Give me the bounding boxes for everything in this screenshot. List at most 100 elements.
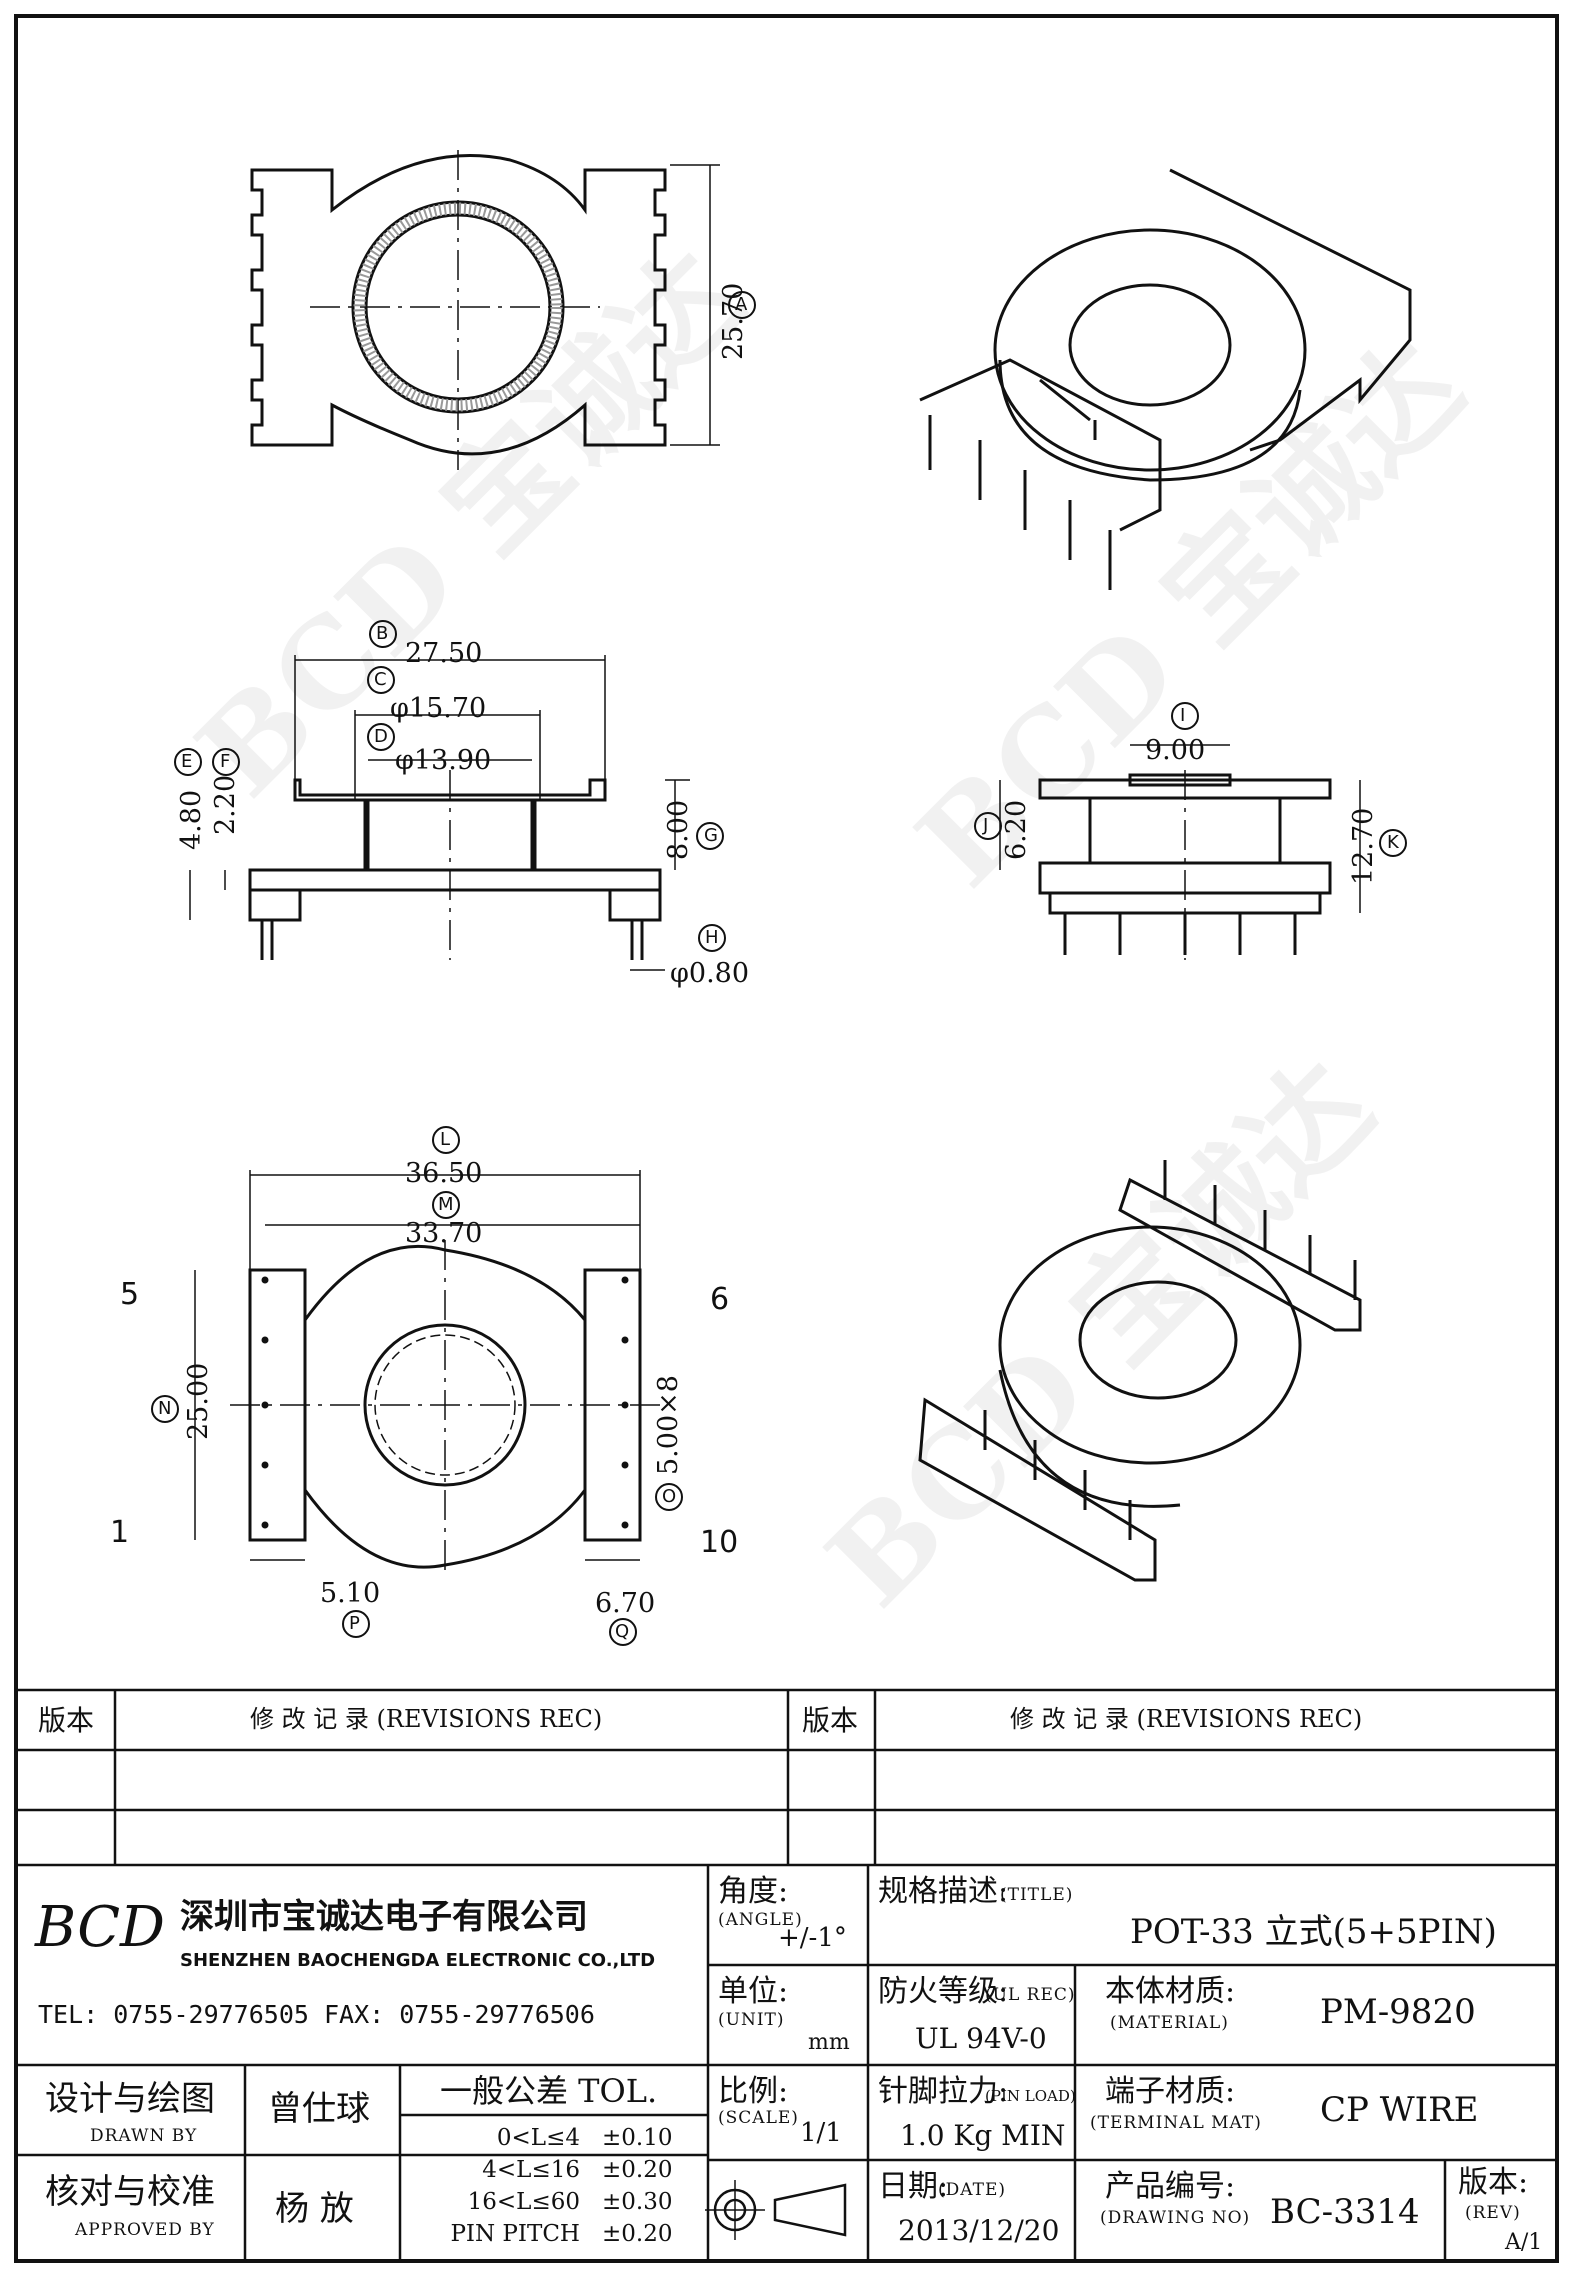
scale-value: 1/1 — [800, 2118, 842, 2148]
dim-c-value: φ15.70 — [390, 693, 487, 724]
dim-k-value: 12.70 — [1348, 807, 1379, 885]
terminal-label-en: (TERMINAL MAT) — [1090, 2113, 1262, 2133]
dim-m-value: 33.70 — [405, 1218, 483, 1249]
front-view — [189, 655, 690, 971]
rev-version-header: 版本 — [38, 1704, 95, 1737]
company-logo: BCD — [35, 1895, 165, 1960]
pinload-value: 1.0 Kg MIN — [900, 2119, 1066, 2152]
pin-label-10: 10 — [700, 1525, 739, 1560]
material-value: PM-9820 — [1320, 1992, 1476, 2032]
dim-p-tag: P — [349, 1613, 360, 1634]
dim-i-value: 9.00 — [1145, 735, 1206, 766]
tol-value: ±0.10 — [602, 2125, 673, 2151]
rev-title-header: 修 改 记 录 (REVISIONS REC) — [250, 1705, 603, 1733]
tol-value: ±0.20 — [602, 2157, 673, 2183]
dim-m-tag: M — [438, 1194, 454, 1215]
tol-table: 0<L≤4 ±0.10 4<L≤16 ±0.20 16<L≤60 ±0.30 P… — [410, 2125, 705, 2253]
angle-label-en: (ANGLE) — [718, 1910, 803, 1930]
dim-g-tag: G — [704, 825, 718, 846]
iso-view-top — [919, 168, 1412, 590]
tol-value: ±0.20 — [602, 2221, 673, 2247]
tol-range: 16<L≤60 — [467, 2189, 580, 2215]
rev-title-header-right: 修 改 记 录 (REVISIONS REC) — [1010, 1705, 1363, 1733]
tol-range: 4<L≤16 — [482, 2157, 580, 2183]
dim-g-value: 8.00 — [663, 799, 694, 860]
angle-value: +/-1° — [778, 1923, 847, 1953]
drawn-value: 曾仕球 — [268, 2089, 370, 2129]
material-label-en: (MATERIAL) — [1110, 2013, 1229, 2033]
unit-value: mm — [808, 2030, 850, 2055]
dim-j-value: 6.20 — [1001, 799, 1032, 860]
drawingno-label: 产品编号: — [1105, 2169, 1236, 2204]
dim-e-value: 4.80 — [176, 789, 207, 850]
dim-o-value: 5.00×8 — [653, 1375, 684, 1475]
terminal-value: CP WIRE — [1320, 2090, 1479, 2130]
side-view — [999, 744, 1361, 960]
pin-label-1: 1 — [110, 1515, 130, 1550]
tol-row: 16<L≤60 ±0.30 — [410, 2189, 705, 2221]
date-label-en: (DATE) — [938, 2180, 1006, 2200]
rev-version-header-right: 版本 — [802, 1704, 859, 1737]
rev-label: 版本: — [1458, 2165, 1529, 2200]
dim-n-value: 25.00 — [183, 1362, 214, 1440]
dim-j-tag: J — [983, 815, 989, 836]
title-value: POT-33 立式(5+5PIN) — [1130, 1912, 1497, 1952]
dim-d-value: φ13.90 — [395, 745, 492, 776]
dim-h-tag: H — [705, 927, 719, 948]
approved-value: 杨 放 — [275, 2189, 354, 2229]
drawn-label-en: DRAWN BY — [90, 2126, 198, 2146]
tol-value: ±0.30 — [602, 2189, 673, 2215]
drawingno-label-en: (DRAWING NO) — [1100, 2208, 1251, 2228]
dim-l-value: 36.50 — [405, 1158, 483, 1189]
dim-b-tag: B — [376, 623, 389, 644]
dim-k-tag: K — [1387, 832, 1399, 853]
company-name-cn: 深圳市宝诚达电子有限公司 — [180, 1897, 588, 1937]
tol-title: 一般公差 TOL. — [440, 2072, 658, 2110]
scale-label: 比例: — [718, 2074, 789, 2109]
tol-row: PIN PITCH ±0.20 — [410, 2221, 705, 2253]
unit-label: 单位: — [718, 1974, 789, 2009]
dim-l-tag: L — [440, 1129, 451, 1150]
title-label: 规格描述: — [878, 1874, 1009, 1909]
approved-label: 核对与校准 — [45, 2172, 215, 2212]
pinload-label-en: (PIN LOAD) — [985, 2087, 1076, 2105]
rev-label-en: (REV) — [1465, 2203, 1521, 2223]
tol-range: 0<L≤4 — [496, 2125, 580, 2151]
date-label: 日期: — [878, 2169, 949, 2204]
dim-f-tag: F — [220, 751, 231, 772]
ul-label-en: (UL REC) — [985, 1985, 1076, 2005]
company-name-en: SHENZHEN BAOCHENGDA ELECTRONIC CO.,LTD — [180, 1950, 656, 1971]
dim-i-tag: I — [1180, 705, 1186, 726]
company-contact: TEL: 0755-29776505 FAX: 0755-29776506 — [38, 2000, 595, 2029]
terminal-label: 端子材质: — [1105, 2074, 1236, 2109]
date-value: 2013/12/20 — [898, 2214, 1060, 2247]
drawingno-value: BC-3314 — [1270, 2192, 1420, 2232]
dim-b-value: 27.50 — [405, 638, 483, 669]
bottom-view — [194, 1170, 660, 1570]
dim-h-value: φ0.80 — [670, 958, 750, 989]
iso-view-bottom — [918, 1160, 1362, 1582]
revisions-table — [16, 1688, 1557, 1867]
drawn-label: 设计与绘图 — [45, 2079, 215, 2119]
ul-value: UL 94V-0 — [915, 2022, 1047, 2055]
dim-e-tag: E — [181, 751, 193, 772]
angle-label: 角度: — [718, 1874, 789, 1909]
dim-d-tag: D — [374, 726, 388, 747]
dim-q-tag: Q — [615, 1621, 630, 1642]
ul-label: 防火等级: — [878, 1974, 1009, 2009]
dim-n-tag: N — [158, 1398, 172, 1419]
material-label: 本体材质: — [1105, 1974, 1236, 2009]
dim-a-tag: A — [735, 294, 748, 315]
pin-label-5: 5 — [120, 1277, 140, 1312]
tol-row: 4<L≤16 ±0.20 — [410, 2157, 705, 2189]
pinload-label: 针脚拉力: — [878, 2074, 1009, 2109]
dim-f-value: 2.20 — [210, 774, 241, 835]
rev-value: A/1 — [1505, 2230, 1543, 2255]
tol-row: 0<L≤4 ±0.10 — [410, 2125, 705, 2157]
dim-q-value: 6.70 — [595, 1588, 656, 1619]
tol-range: PIN PITCH — [450, 2221, 580, 2247]
unit-label-en: (UNIT) — [718, 2010, 785, 2030]
pin-label-6: 6 — [710, 1282, 730, 1317]
